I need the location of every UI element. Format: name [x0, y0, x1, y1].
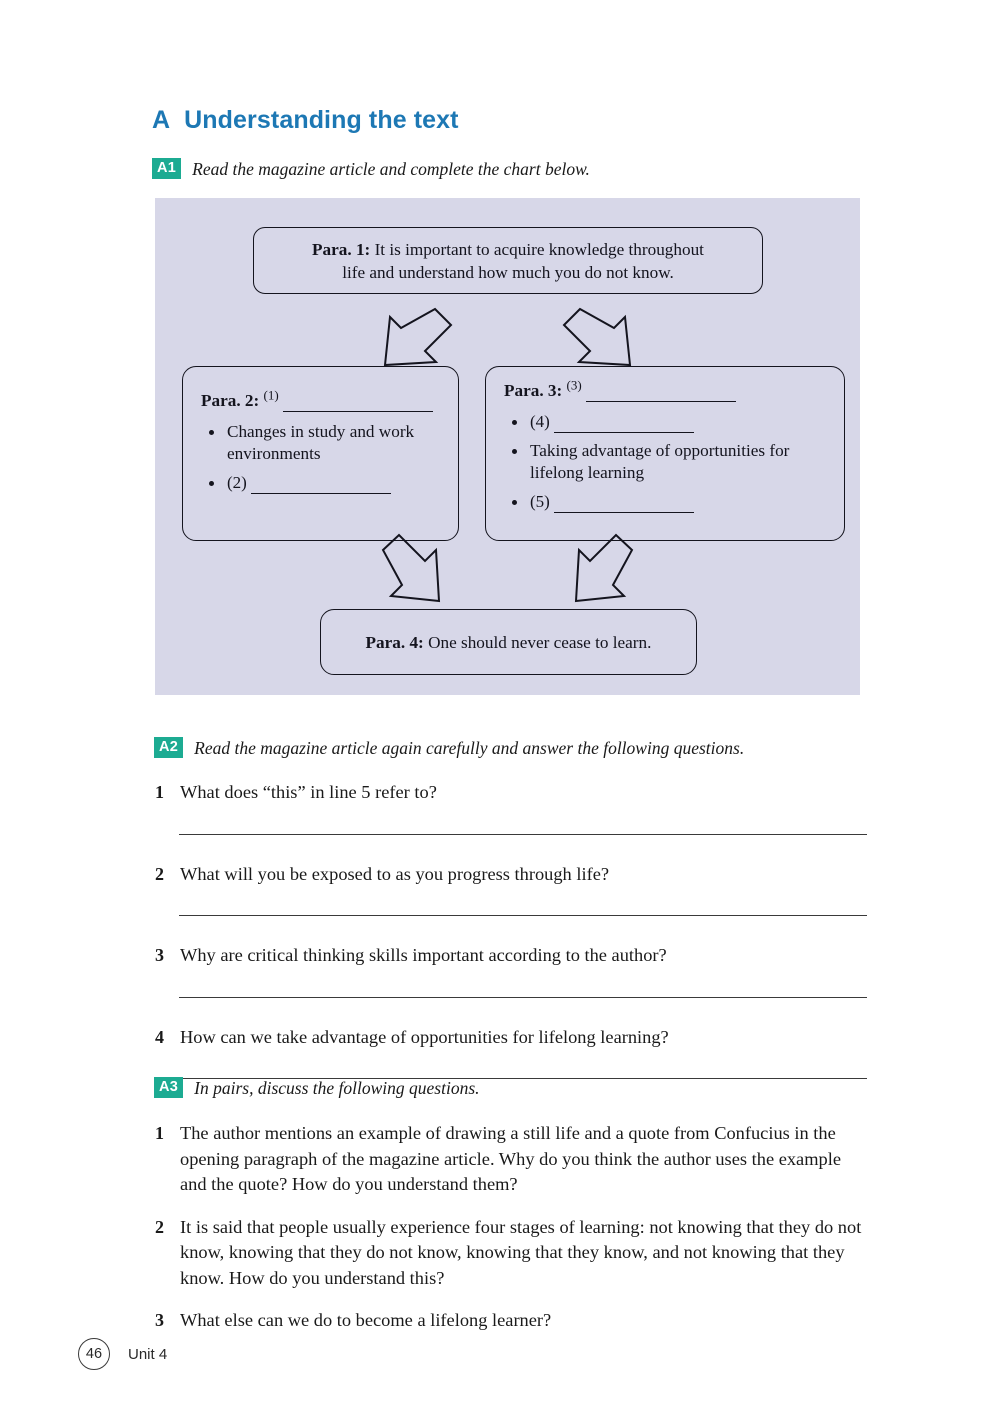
- flow-node-para4: Para. 4: One should never cease to learn…: [320, 609, 697, 675]
- flow-node-para2-label: Para. 2:: [201, 391, 260, 410]
- flow-node-para3-bullets: (4) Taking advantage of opportunities fo…: [504, 411, 830, 513]
- question-item: 3 What else can we do to become a lifelo…: [155, 1308, 867, 1334]
- task-instruction-a2: Read the magazine article again carefull…: [194, 738, 745, 758]
- unit-label: Unit 4: [128, 1345, 168, 1363]
- flow-node-para3-blank-number-4: (4): [530, 412, 550, 431]
- flow-node-para2-bullet-2: (2): [201, 472, 442, 494]
- answer-line[interactable]: [179, 996, 867, 998]
- arrow-para3-to-para4: [574, 533, 634, 603]
- flow-node-para1-line1: It is important to acquire knowledge thr…: [374, 239, 704, 259]
- question-number: 1: [155, 782, 164, 802]
- question-text: What else can we do to become a lifelong…: [180, 1310, 552, 1330]
- task-badge-a3: A3: [154, 1077, 184, 1098]
- flow-node-para2-blank-2[interactable]: [251, 478, 392, 494]
- flow-node-para1-line2: life and understand how much you do not …: [342, 262, 674, 282]
- flow-node-para1-label: Para. 1:: [312, 239, 371, 259]
- question-text: It is said that people usually experienc…: [180, 1216, 862, 1288]
- question-text: Why are critical thinking skills importa…: [180, 945, 667, 965]
- flow-node-para1-text: Para. 1: It is important to acquire know…: [298, 238, 718, 284]
- page-number: 46: [78, 1338, 110, 1370]
- flow-node-para2-blank-number-2: (2): [227, 473, 247, 492]
- answer-line[interactable]: [179, 915, 867, 916]
- flow-node-para3-bullet-1: (4): [504, 411, 830, 433]
- task-badge-a2: A2: [154, 737, 184, 758]
- question-text: What does “this” in line 5 refer to?: [180, 782, 437, 802]
- page-footer: 46 Unit 4: [78, 1338, 167, 1370]
- question-item: 1 What does “this” in line 5 refer to?: [155, 780, 867, 806]
- task-instruction-a1: Read the magazine article and complete t…: [192, 159, 590, 179]
- question-number: 3: [155, 1310, 164, 1330]
- flow-node-para1: Para. 1: It is important to acquire know…: [253, 227, 763, 294]
- question-item: 4 How can we take advantage of opportuni…: [155, 1025, 867, 1051]
- flow-node-para3-blank-number: (3): [566, 377, 582, 393]
- task-a2-row: A2 Read the magazine article again caref…: [154, 737, 744, 759]
- arrow-para1-to-para2: [383, 307, 453, 367]
- flow-node-para2-bullet-1-text: Changes in study and work environments: [227, 422, 415, 463]
- question-text: What will you be exposed to as you progr…: [180, 863, 610, 884]
- flow-arrows-svg: [381, 307, 634, 603]
- flow-node-para2-header: Para. 2: (1): [201, 387, 442, 412]
- flow-node-para3-blank-5[interactable]: [554, 497, 695, 513]
- answer-line[interactable]: [179, 1078, 867, 1079]
- flow-node-para3-header: Para. 3: (3): [504, 377, 830, 402]
- flow-node-para3-blank-3[interactable]: [586, 386, 736, 402]
- question-list-a3: 1 The author mentions an example of draw…: [155, 1121, 867, 1351]
- flow-node-para3-blank-4[interactable]: [554, 417, 695, 433]
- flow-node-para4-body: One should never cease to learn.: [428, 632, 652, 652]
- task-badge-a1: A1: [152, 158, 182, 179]
- arrow-para2-to-para4: [381, 533, 441, 603]
- task-instruction-a3: In pairs, discuss the following question…: [194, 1078, 480, 1098]
- question-number: 2: [155, 1216, 164, 1237]
- question-item: 1 The author mentions an example of draw…: [155, 1121, 867, 1198]
- flow-node-para3-bullet-3: (5): [504, 491, 830, 513]
- question-item: 3 Why are critical thinking skills impor…: [155, 943, 867, 969]
- task-a1-row: A1 Read the magazine article and complet…: [152, 158, 590, 180]
- flow-node-para2-bullet-1: Changes in study and work environments: [201, 421, 442, 465]
- question-number: 4: [155, 1026, 164, 1047]
- flow-node-para3: Para. 3: (3) (4) Taking advantage of opp…: [485, 366, 845, 541]
- flow-node-para2-blank-number: (1): [263, 387, 279, 403]
- flow-node-para3-blank-number-5: (5): [530, 492, 550, 511]
- question-number: 3: [155, 945, 164, 965]
- task-a3-row: A3 In pairs, discuss the following quest…: [154, 1077, 480, 1099]
- question-text: The author mentions an example of drawin…: [180, 1123, 841, 1194]
- question-list-a2: 1 What does “this” in line 5 refer to? 2…: [155, 780, 867, 1106]
- question-item: 2 What will you be exposed to as you pro…: [155, 862, 867, 888]
- flow-node-para4-label: Para. 4:: [365, 632, 424, 652]
- answer-line[interactable]: [179, 833, 867, 835]
- question-text: How can we take advantage of opportuniti…: [180, 1026, 669, 1047]
- flow-node-para3-bullet-2: Taking advantage of opportunities for li…: [504, 440, 830, 484]
- flow-node-para2: Para. 2: (1) Changes in study and work e…: [182, 366, 459, 541]
- flow-node-para4-text: Para. 4: One should never cease to learn…: [366, 631, 652, 654]
- section-letter: A: [152, 106, 171, 134]
- flow-node-para3-bullet-2-text: Taking advantage of opportunities for li…: [530, 441, 790, 482]
- flow-node-para3-label: Para. 3:: [504, 381, 563, 400]
- arrow-para1-to-para3: [562, 307, 632, 367]
- section-title-text: Understanding the text: [184, 106, 459, 134]
- flow-chart-panel: Para. 1: It is important to acquire know…: [155, 198, 860, 695]
- flow-node-para2-blank-1[interactable]: [283, 396, 433, 412]
- question-item: 2 It is said that people usually experie…: [155, 1215, 867, 1292]
- question-number: 2: [155, 863, 164, 884]
- question-number: 1: [155, 1123, 164, 1143]
- flow-node-para2-bullets: Changes in study and work environments (…: [201, 421, 442, 494]
- page-title: A Understanding the text: [152, 106, 459, 135]
